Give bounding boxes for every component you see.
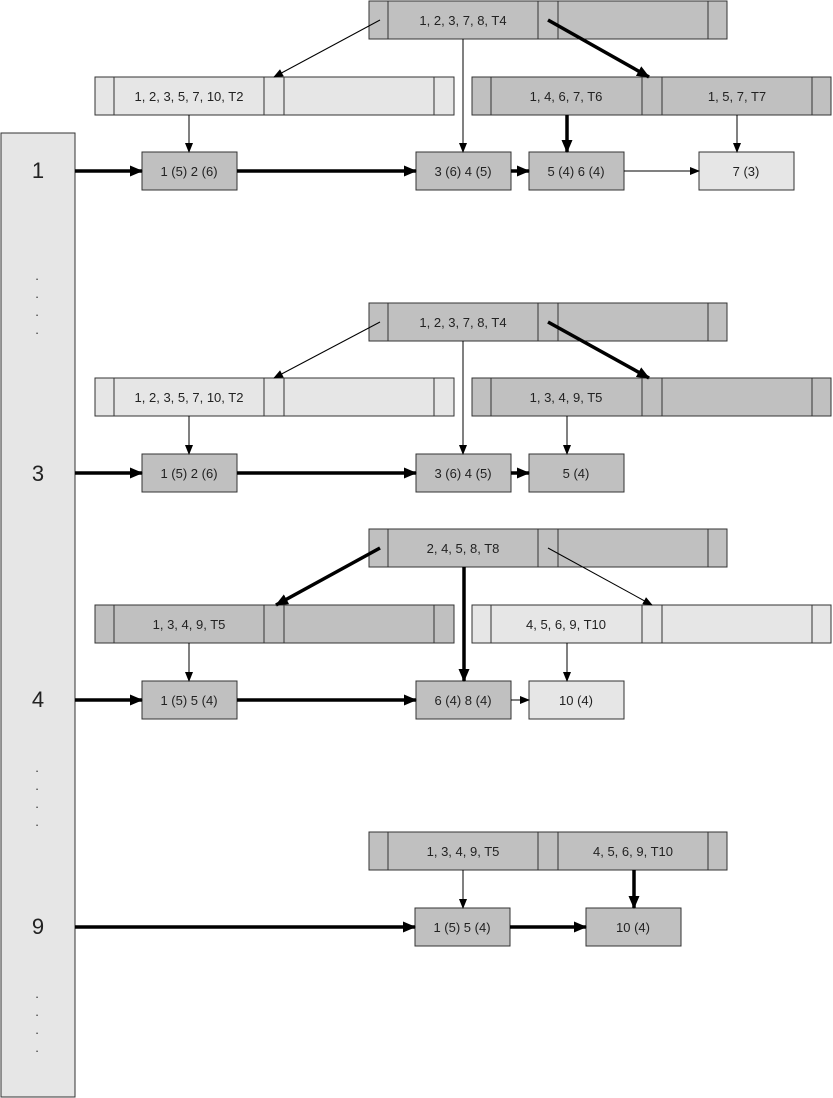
svg-text:6 (4) 8 (4): 6 (4) 8 (4) <box>434 693 491 708</box>
svg-text:5 (4) 6 (4): 5 (4) 6 (4) <box>547 164 604 179</box>
leaf-node: 1 (5) 2 (6) <box>141 453 238 493</box>
svg-text:1, 2, 3, 7, 8, T4: 1, 2, 3, 7, 8, T4 <box>419 315 506 330</box>
svg-text:1, 5, 7, T7: 1, 5, 7, T7 <box>708 89 766 104</box>
svg-text:1, 3, 4, 9, T5: 1, 3, 4, 9, T5 <box>530 390 603 405</box>
arrow <box>547 547 653 606</box>
leaf-node: 5 (4) <box>528 453 625 493</box>
row-label-1: 1 <box>32 158 44 183</box>
svg-text:1 (5) 2 (6): 1 (5) 2 (6) <box>160 466 217 481</box>
svg-text:1 (5) 5 (4): 1 (5) 5 (4) <box>433 920 490 935</box>
arrow <box>273 321 381 379</box>
index-node-right: 1, 4, 6, 7, T6 1, 5, 7, T7 <box>471 76 832 116</box>
index-node-left: 1, 2, 3, 5, 7, 10, T2 <box>94 76 455 116</box>
svg-text:10 (4): 10 (4) <box>616 920 650 935</box>
ellipsis-dot: . <box>35 1022 39 1037</box>
leaf-node: 3 (6) 4 (5) <box>415 453 512 493</box>
svg-text:1, 2, 3, 7, 8, T4: 1, 2, 3, 7, 8, T4 <box>419 13 506 28</box>
ellipsis-dot: . <box>35 814 39 829</box>
index-node-root: 1, 3, 4, 9, T5 4, 5, 6, 9, T10 <box>368 831 728 871</box>
group-row-4: 2, 4, 5, 8, T8 1, 3, 4, 9, T5 4, 5, 6, 9… <box>75 528 832 720</box>
ellipsis-dot: . <box>35 1040 39 1055</box>
index-node-right: 4, 5, 6, 9, T10 <box>471 604 832 644</box>
leaf-node: 7 (3) <box>698 151 795 191</box>
group-row-3: 1, 2, 3, 7, 8, T4 1, 2, 3, 5, 7, 10, T2 … <box>75 302 832 493</box>
row-label-9: 9 <box>32 914 44 939</box>
arrow <box>273 19 381 78</box>
svg-text:1 (5) 2 (6): 1 (5) 2 (6) <box>160 164 217 179</box>
index-node-right: 1, 3, 4, 9, T5 <box>471 377 832 417</box>
sidebar-panel <box>0 132 76 1098</box>
ellipsis-dot: . <box>35 796 39 811</box>
ellipsis-dot: . <box>35 986 39 1001</box>
row-label-3: 3 <box>32 461 44 486</box>
ellipsis-dot: . <box>35 778 39 793</box>
svg-text:7 (3): 7 (3) <box>733 164 760 179</box>
index-node-left: 1, 2, 3, 5, 7, 10, T2 <box>94 377 455 417</box>
ellipsis-dot: . <box>35 1004 39 1019</box>
ellipsis-dot: . <box>35 322 39 337</box>
svg-text:5 (4): 5 (4) <box>563 466 590 481</box>
svg-text:2, 4, 5, 8, T8: 2, 4, 5, 8, T8 <box>427 541 500 556</box>
ellipsis-dot: . <box>35 760 39 775</box>
leaf-node: 1 (5) 5 (4) <box>414 907 511 947</box>
arrow-bold <box>275 546 381 607</box>
index-node-root: 1, 2, 3, 7, 8, T4 <box>368 0 728 40</box>
leaf-node: 10 (4) <box>585 907 682 947</box>
svg-text:3 (6) 4 (5): 3 (6) 4 (5) <box>434 466 491 481</box>
leaf-node: 6 (4) 8 (4) <box>415 680 512 720</box>
group-row-9: 1, 3, 4, 9, T5 4, 5, 6, 9, T10 1 (5) 5 (… <box>75 831 728 947</box>
ellipsis-dot: . <box>35 268 39 283</box>
svg-text:1 (5) 5 (4): 1 (5) 5 (4) <box>160 693 217 708</box>
group-row-1: 1, 2, 3, 7, 8, T4 1, 2, 3, 5, 7, 10, T2 … <box>75 0 832 191</box>
arrow-bold <box>547 320 650 380</box>
leaf-node: 10 (4) <box>528 680 625 720</box>
svg-text:3 (6) 4 (5): 3 (6) 4 (5) <box>434 164 491 179</box>
svg-text:10 (4): 10 (4) <box>559 693 593 708</box>
svg-text:4, 5, 6, 9, T10: 4, 5, 6, 9, T10 <box>593 844 673 859</box>
leaf-node: 1 (5) 5 (4) <box>141 680 238 720</box>
svg-text:1, 2, 3, 5, 7, 10, T2: 1, 2, 3, 5, 7, 10, T2 <box>135 390 244 405</box>
svg-text:1, 3, 4, 9, T5: 1, 3, 4, 9, T5 <box>427 844 500 859</box>
leaf-node: 3 (6) 4 (5) <box>415 151 512 191</box>
svg-text:1, 2, 3, 5, 7, 10, T2: 1, 2, 3, 5, 7, 10, T2 <box>135 89 244 104</box>
row-label-4: 4 <box>32 687 44 712</box>
arrow-bold <box>547 18 650 79</box>
index-node-left: 1, 3, 4, 9, T5 <box>94 604 455 644</box>
leaf-node: 5 (4) 6 (4) <box>528 151 625 191</box>
svg-text:4, 5, 6, 9, T10: 4, 5, 6, 9, T10 <box>526 617 606 632</box>
ellipsis-dot: . <box>35 286 39 301</box>
ellipsis-dot: . <box>35 304 39 319</box>
leaf-node: 1 (5) 2 (6) <box>141 151 238 191</box>
svg-text:1, 4, 6, 7, T6: 1, 4, 6, 7, T6 <box>530 89 603 104</box>
svg-text:1, 3, 4, 9, T5: 1, 3, 4, 9, T5 <box>153 617 226 632</box>
